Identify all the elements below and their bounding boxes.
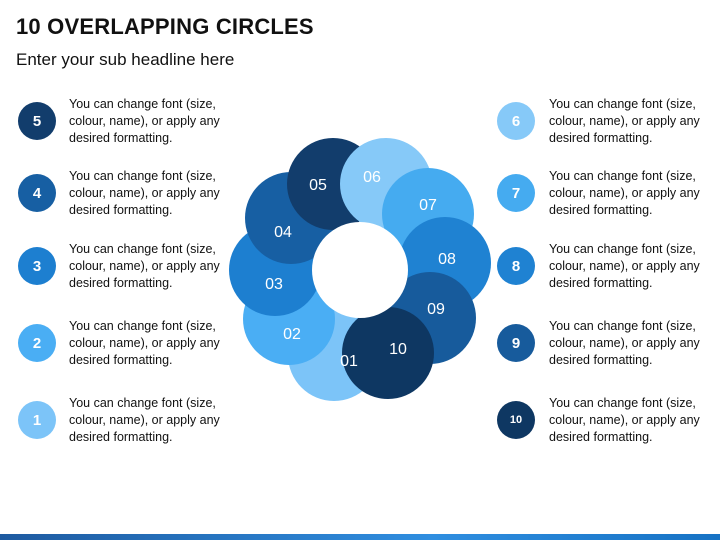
item-description: You can change font (size, colour, name)… [69,319,220,367]
number-badge: 3 [18,247,56,285]
item-description: You can change font (size, colour, name)… [549,97,700,145]
circle-label-05: 05 [309,177,327,194]
circle-label-04: 04 [274,224,292,241]
item-description: You can change font (size, colour, name)… [69,169,220,217]
number-badge: 10 [497,401,535,439]
number-badge: 2 [18,324,56,362]
item-description: You can change font (size, colour, name)… [549,319,700,367]
circle-label-07: 07 [419,197,437,214]
number-badge: 8 [497,247,535,285]
page-subtitle: Enter your sub headline here [16,50,235,69]
item-description: You can change font (size, colour, name)… [69,396,220,444]
circle-label-03: 03 [265,276,283,293]
item-description: You can change font (size, colour, name)… [549,169,700,217]
item-description: You can change font (size, colour, name)… [549,242,700,290]
item-description: You can change font (size, colour, name)… [69,242,220,290]
number-badge: 9 [497,324,535,362]
circle-label-01: 01 [340,353,358,370]
number-badge: 4 [18,174,56,212]
page-title: 10 OVERLAPPING CIRCLES [16,14,314,39]
item-description: You can change font (size, colour, name)… [69,97,220,145]
circle-label-02: 02 [283,326,301,343]
number-badge: 7 [497,174,535,212]
center-hole [312,222,408,318]
item-description: You can change font (size, colour, name)… [549,396,700,444]
circle-label-08: 08 [438,251,456,268]
circle-label-09: 09 [427,301,445,318]
number-badge: 5 [18,102,56,140]
number-badge: 1 [18,401,56,439]
circle-label-06: 06 [363,169,381,186]
circle-10 [342,307,434,399]
number-badge: 6 [497,102,535,140]
circle-label-10: 10 [389,341,407,358]
footer-accent-bar [0,534,720,540]
